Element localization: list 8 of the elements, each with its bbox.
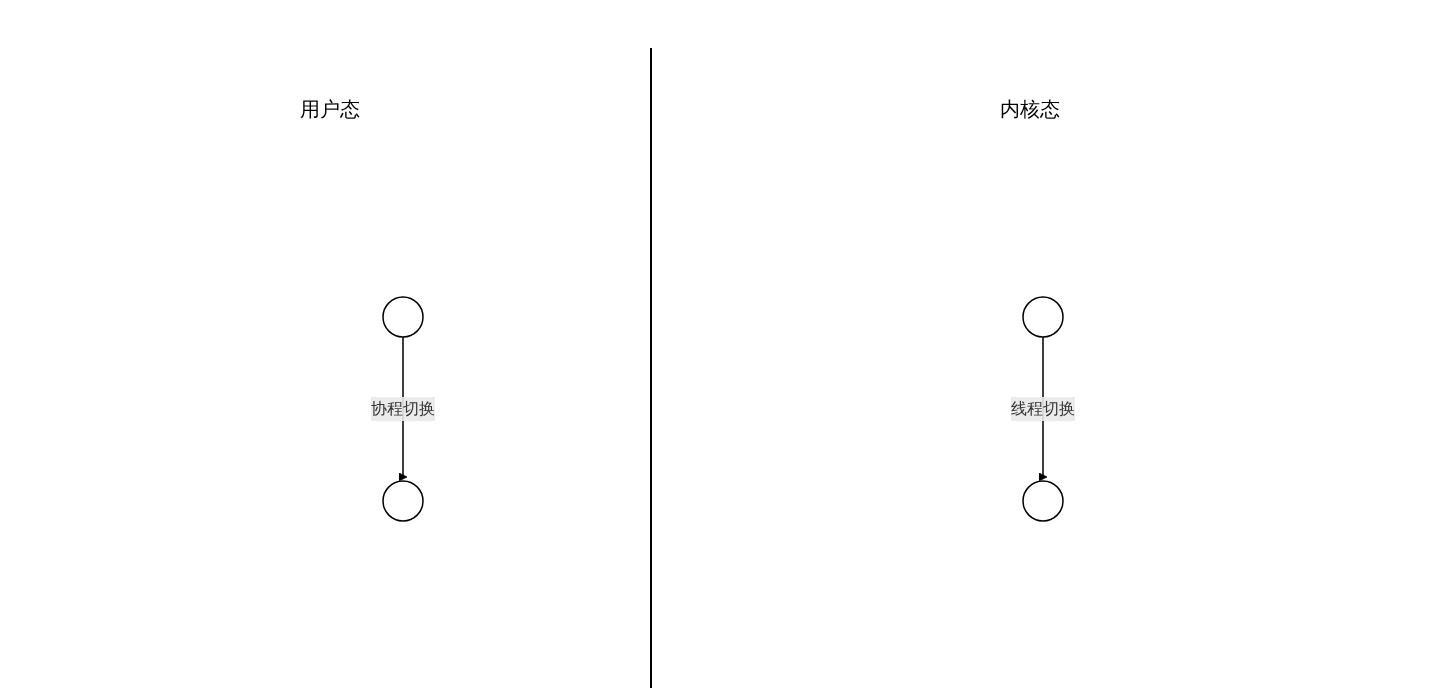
- section-heading: 用户态: [300, 96, 360, 123]
- edge-label: 协程切换: [371, 399, 435, 418]
- edge-label: 线程切换: [1011, 399, 1075, 418]
- section-heading: 内核态: [1000, 96, 1060, 123]
- node-circle: [382, 480, 424, 522]
- node-circle: [1022, 480, 1064, 522]
- node-circle: [1022, 296, 1064, 338]
- node-circle: [382, 296, 424, 338]
